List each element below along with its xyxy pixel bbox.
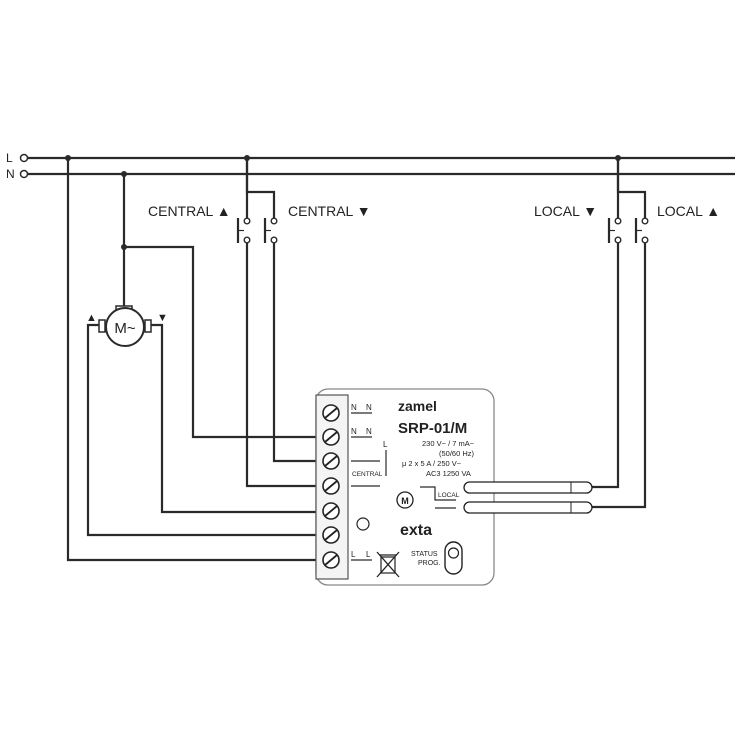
local-input-leads	[463, 481, 593, 514]
switch-contact	[243, 217, 251, 225]
motor-left-cap	[98, 319, 106, 333]
small-motor-label: M	[401, 496, 409, 506]
terminal-screw	[322, 428, 340, 446]
weee-bin-icon	[376, 551, 400, 578]
switch-contact	[614, 217, 622, 225]
central-down-switch	[263, 217, 278, 244]
wire-motor-up	[86, 323, 330, 537]
switch-contact	[270, 217, 278, 225]
wire-line-to-l-terminal	[66, 158, 330, 562]
terminal-screw	[322, 452, 340, 470]
central-up-label: CENTRAL ▲	[148, 203, 231, 219]
spec-power: 230 V~ / 7 mA~	[422, 439, 475, 448]
local-up-label: LOCAL ▲	[657, 203, 720, 219]
terminal-n-label: N	[351, 403, 357, 412]
local-internal-label: LOCAL	[438, 492, 460, 499]
brand-logo: zamel	[398, 398, 437, 414]
status-label: STATUS	[411, 551, 438, 558]
series-logo: exta	[400, 522, 432, 539]
terminal-l-label: L	[351, 550, 356, 559]
motor-body	[105, 307, 145, 347]
central-up-switch	[236, 217, 251, 244]
motor-terminal-symbol	[356, 517, 370, 531]
switch-contact	[614, 236, 622, 244]
line-label: L	[6, 151, 13, 165]
neutral-label: N	[6, 167, 15, 181]
wire-local-up-to-module	[590, 243, 647, 509]
motor-symbol: M~	[114, 320, 135, 337]
neutral-terminal	[19, 169, 29, 179]
terminal-n-label: N	[366, 427, 372, 436]
srp-module: N N N N L CENTRAL M LOCAL L L zamel SRP-…	[315, 388, 495, 586]
internal-local-link	[420, 486, 456, 501]
lead-wire	[463, 501, 593, 514]
local-up-switch	[634, 217, 649, 244]
terminal-n-label: N	[366, 403, 372, 412]
motor-down-marker: ▼	[157, 312, 168, 324]
small-motor-symbol	[396, 491, 414, 509]
motor-right-cap	[144, 319, 152, 333]
terminal-screws	[322, 404, 340, 569]
terminal-l-label: L	[366, 550, 371, 559]
wire-central-down-to-module	[272, 243, 330, 463]
prog-label: PROG.	[418, 560, 441, 567]
switch-contact	[641, 217, 649, 225]
motor: M~ ▲ ▼	[86, 305, 168, 347]
central-down-label: CENTRAL ▼	[288, 203, 371, 219]
module-internal-schematic: N N N N L CENTRAL M LOCAL L L	[351, 403, 460, 561]
model-name: SRP-01/M	[398, 420, 467, 437]
wires	[66, 158, 647, 562]
switch-contact	[641, 236, 649, 244]
spec-frequency: (50/60 Hz)	[439, 449, 475, 458]
wire-central-up-to-module	[245, 243, 330, 488]
local-down-label: LOCAL ▼	[534, 203, 597, 219]
spec-ac3: AC3 1250 VA	[426, 469, 471, 478]
motor-up-marker: ▲	[86, 312, 97, 324]
line-terminal	[19, 153, 29, 163]
terminal-screw	[322, 526, 340, 544]
terminal-n-label: N	[351, 427, 357, 436]
wire-motor-down	[150, 323, 330, 514]
lead-wire	[463, 481, 593, 494]
switch-contact	[270, 236, 278, 244]
supply-rails: L N	[6, 151, 735, 181]
wire-neutral-to-module	[124, 245, 330, 439]
local-down-switch	[607, 217, 622, 244]
terminal-screw	[322, 477, 340, 495]
terminal-l-label: L	[383, 440, 388, 449]
switch-contact	[243, 236, 251, 244]
terminal-screw	[322, 551, 340, 569]
spec-contacts: μ 2 x 5 A / 250 V~	[402, 459, 462, 468]
terminal-screw	[322, 502, 340, 520]
status-led	[447, 547, 460, 559]
central-internal-label: CENTRAL	[352, 471, 383, 478]
wire-central-feed	[245, 158, 276, 218]
terminal-screw	[322, 404, 340, 422]
wire-local-down-to-module	[590, 243, 620, 489]
wire-local-feed	[616, 158, 647, 218]
